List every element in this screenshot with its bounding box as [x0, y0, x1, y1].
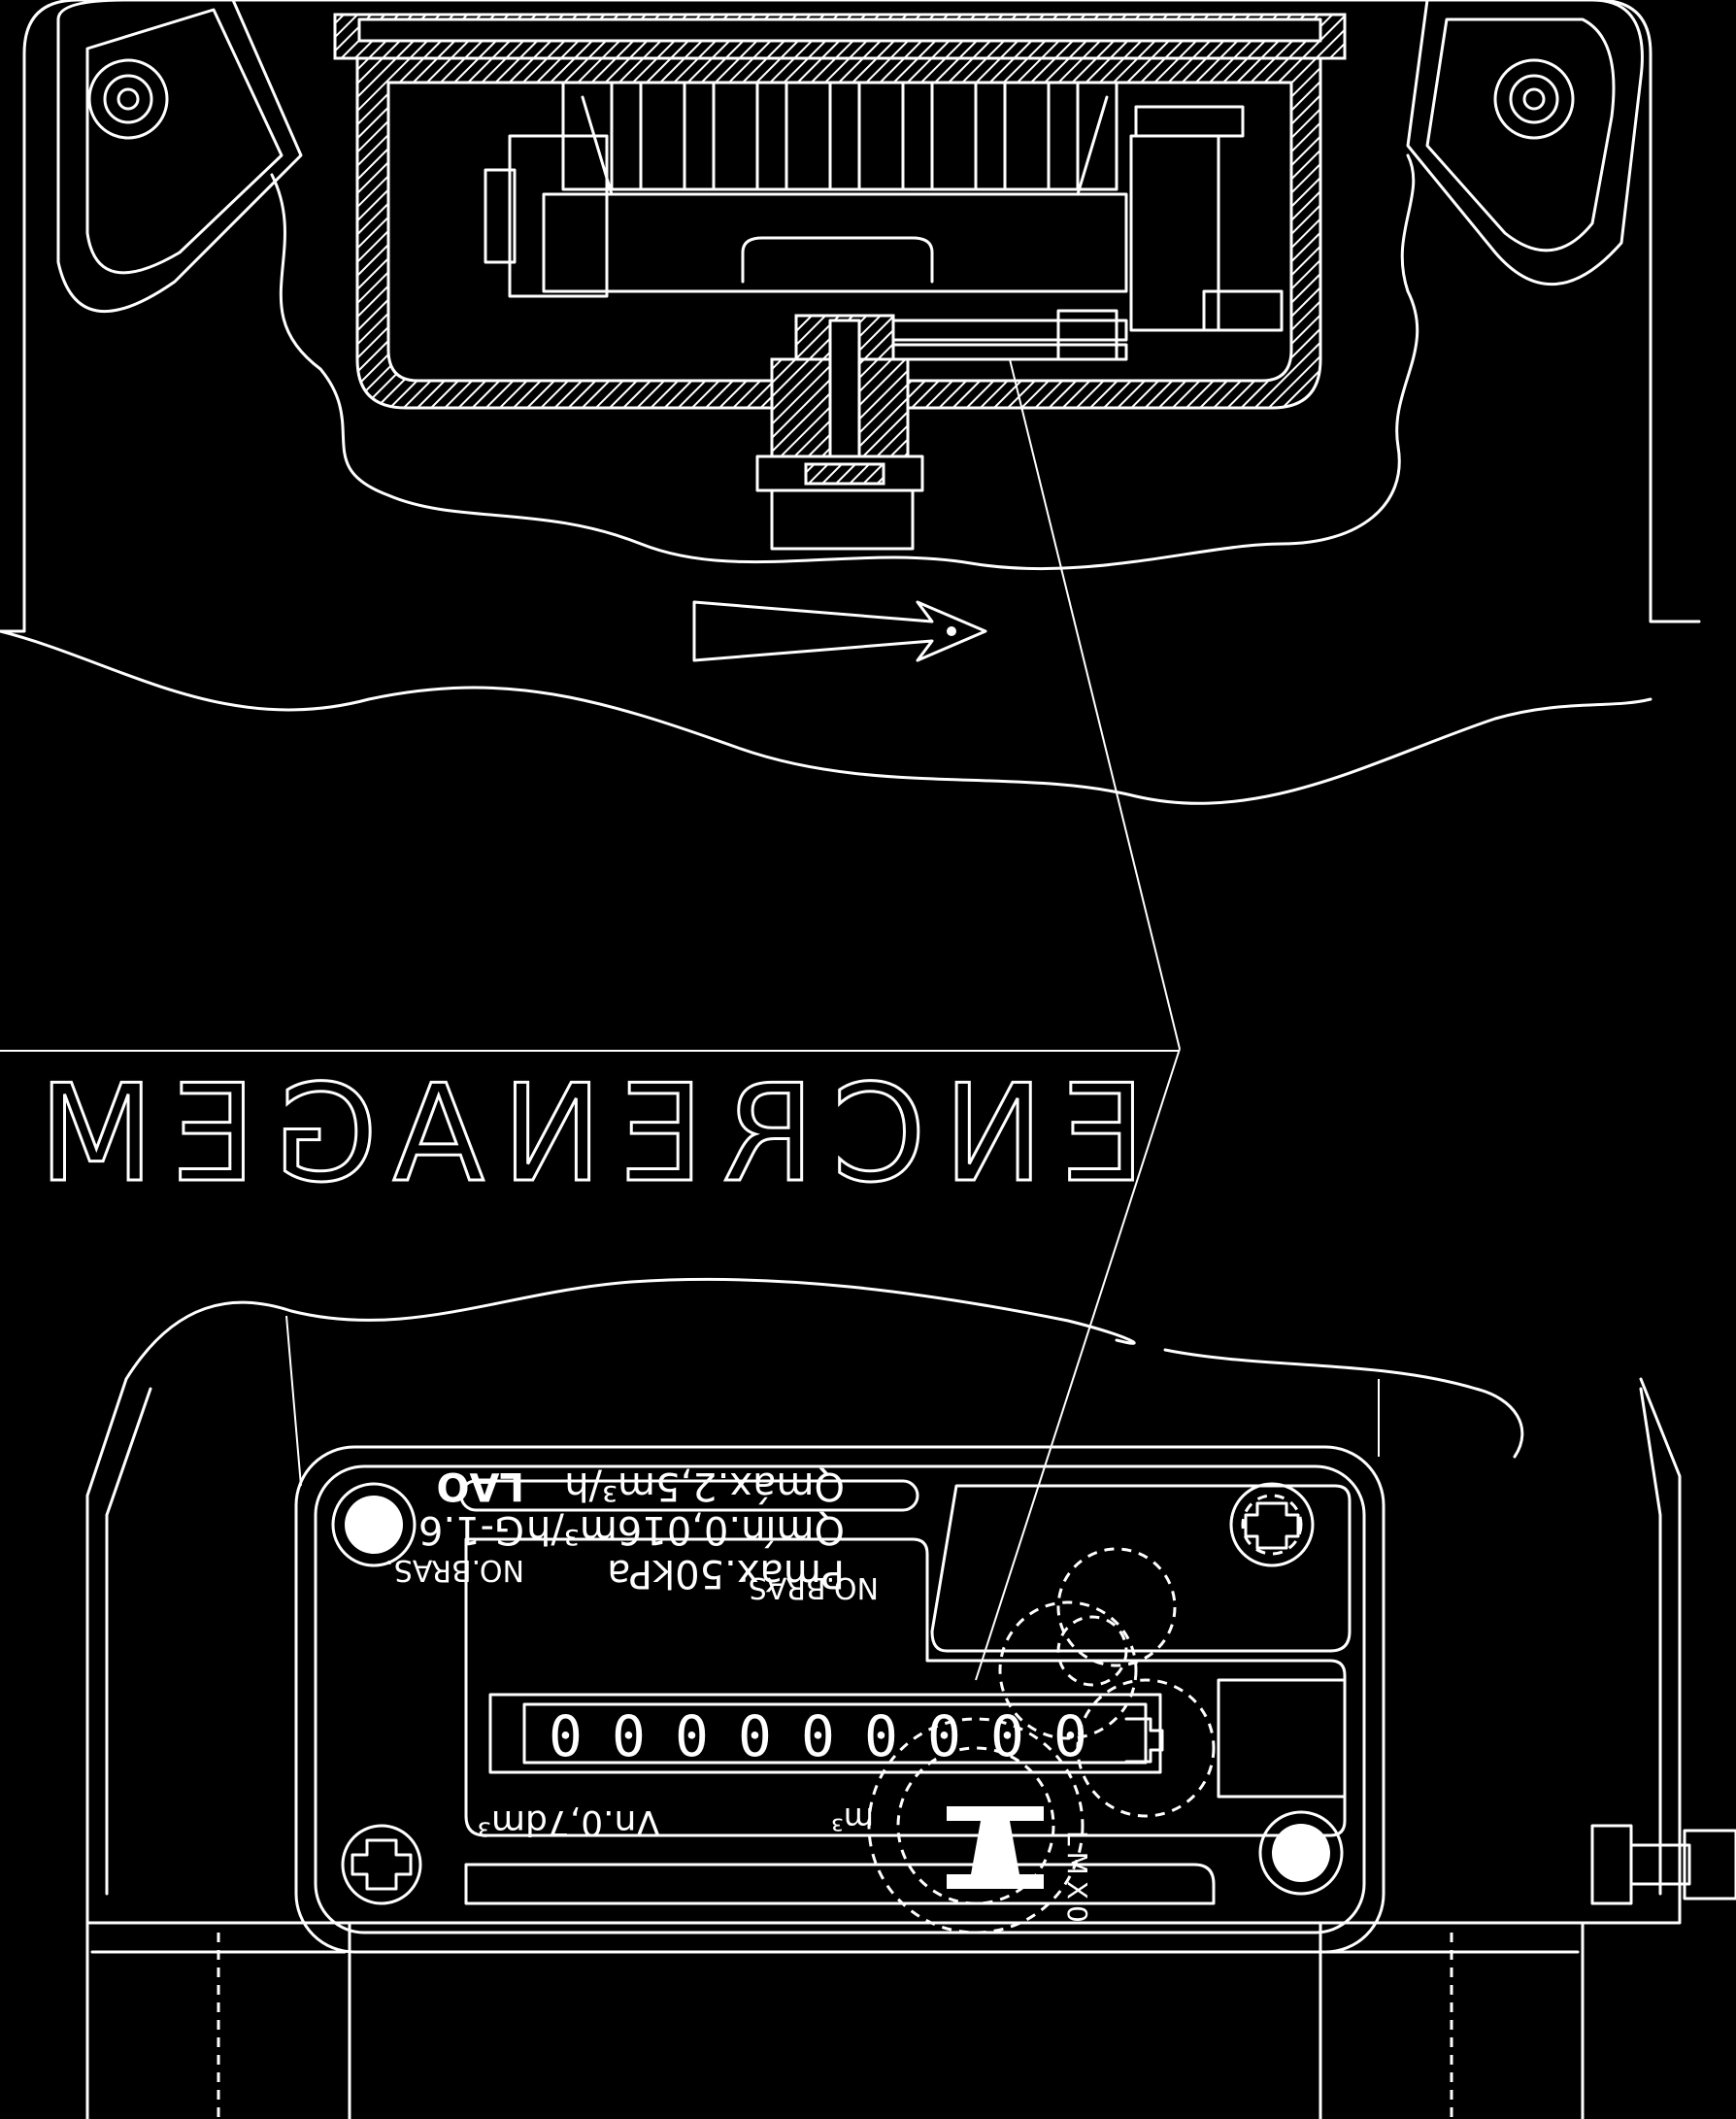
- nameplate-code: LMX0: [1061, 1831, 1093, 1929]
- counter-digit: 0: [675, 1703, 709, 1769]
- nameplate-line1-left: NO.BRAS.: [384, 1553, 524, 1587]
- nameplate-line1-right: Pmáx.50kPa: [607, 1551, 845, 1596]
- top-section-view: [0, 0, 1701, 805]
- top-slot: [459, 1479, 919, 1512]
- leader-lines: [0, 358, 1181, 1681]
- reduction-gear-large: [867, 1717, 1085, 1934]
- top-section-break: [0, 629, 1653, 805]
- counter-digit: 0: [927, 1703, 961, 1769]
- nameplate-volume: Vn.0,7dm³: [478, 1802, 661, 1842]
- section-label: ENCRENAGEM DE REDUÇÃO: [0, 1056, 1146, 1212]
- bolt-top-left: [331, 1482, 417, 1567]
- meter-box-wall: [355, 51, 1322, 410]
- screw-top-right: [1229, 1482, 1315, 1567]
- counter-digit: 0: [738, 1703, 772, 1769]
- counter-digit: 0: [990, 1703, 1024, 1769]
- manufacturer-logo: [947, 1806, 1044, 1889]
- counter-digit: 0: [612, 1703, 646, 1769]
- bottom-section-break: [124, 1277, 1524, 1459]
- counter-plus-mark: [1124, 1717, 1164, 1764]
- front-panel: [294, 1445, 1385, 1954]
- counter-digit: 0: [801, 1703, 835, 1769]
- meter-housing-outline: [85, 1377, 1682, 1925]
- section-label-group: ENCRENAGEM DE REDUÇÃO: [0, 1055, 1148, 1214]
- nameplate-line2-left: G-1.6: [418, 1507, 524, 1552]
- bolt-bottom-right: [1258, 1810, 1344, 1896]
- top-housing-outline: [0, 0, 1701, 633]
- nameplate-line1-left: NO.BRAS.: [739, 1570, 879, 1604]
- flow-arrow: [692, 600, 987, 662]
- nameplate-unit: m³: [831, 1800, 874, 1837]
- bottom-front-view: 0 0 0 0 0 0 0 0 0 NO.BRAS. NO.BRAS. Pmáx…: [85, 1277, 1736, 2119]
- nameplate-line2-right: Qmín.0,016m³/h: [526, 1507, 845, 1552]
- counter-frame: [488, 1693, 1162, 1774]
- left-bolt-outer: [87, 58, 169, 140]
- right-bolt-outer: [1493, 58, 1575, 140]
- nameplate-line3-right: Qmáx.2,5m³/h: [564, 1463, 845, 1508]
- counter-digit: 0: [549, 1703, 583, 1769]
- nameplate: [464, 1537, 1347, 1837]
- screw-bottom-left: [341, 1824, 422, 1905]
- counter-digits: 0 0 0 0 0 0 0 0 0: [549, 1703, 1087, 1769]
- nameplate-line3-left: LAO: [437, 1463, 524, 1508]
- display-window: [930, 1484, 1352, 1653]
